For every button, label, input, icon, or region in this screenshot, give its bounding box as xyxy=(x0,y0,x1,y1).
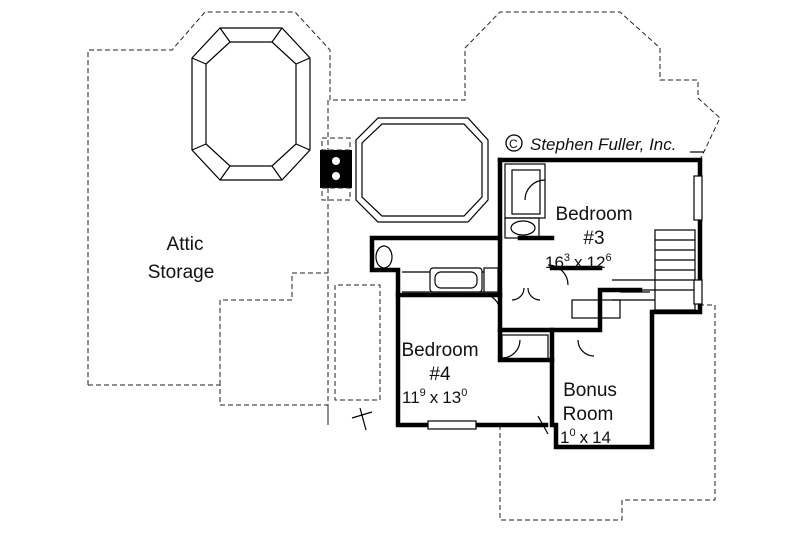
copyright-text: Stephen Fuller, Inc. xyxy=(530,135,676,154)
bonus-width-inches: 0 xyxy=(569,427,575,439)
svg-text:C: C xyxy=(509,137,518,151)
skylight-small xyxy=(355,117,489,223)
bedroom3-label-line1: Bedroom xyxy=(555,204,632,225)
bedroom4-width: 11 xyxy=(402,388,420,407)
roof-outline xyxy=(87,11,721,521)
bonus-width: 1 xyxy=(560,428,569,447)
bedroom3-label-line2: #3 xyxy=(583,228,604,249)
bedroom3-dim-sep: x xyxy=(574,253,583,272)
stairs xyxy=(612,229,696,311)
bedroom4-height: 13 xyxy=(442,388,461,407)
bath-fixtures xyxy=(375,217,540,293)
bedroom3-width: 16 xyxy=(545,253,564,272)
bedroom3-height: 12 xyxy=(587,253,606,272)
bedroom4-width-inches: 9 xyxy=(420,387,426,399)
bonus-height: 14 xyxy=(592,428,611,447)
chimney xyxy=(320,137,352,201)
bedroom4-label-line2: #4 xyxy=(429,364,451,385)
bedroom3-height-inches: 6 xyxy=(605,252,611,264)
closets xyxy=(501,163,621,361)
bonus-dim-sep: x xyxy=(580,428,589,447)
attic-label-line1: Attic xyxy=(167,234,204,255)
attic-label-line2: Storage xyxy=(148,262,215,283)
bonus-label-line1: Bonus xyxy=(563,380,617,401)
walls xyxy=(369,157,703,450)
bonus-label-line2: Room xyxy=(563,404,614,425)
windows xyxy=(351,151,704,435)
bedroom4-dim-sep: x xyxy=(430,388,439,407)
bedroom3-width-inches: 3 xyxy=(564,252,570,264)
bedroom4-height-inches: 0 xyxy=(461,387,467,399)
bedroom4-label-line1: Bedroom xyxy=(401,340,478,361)
copyright-symbol: C xyxy=(505,134,523,152)
skylight-large xyxy=(191,27,311,181)
door-swings xyxy=(481,179,595,359)
